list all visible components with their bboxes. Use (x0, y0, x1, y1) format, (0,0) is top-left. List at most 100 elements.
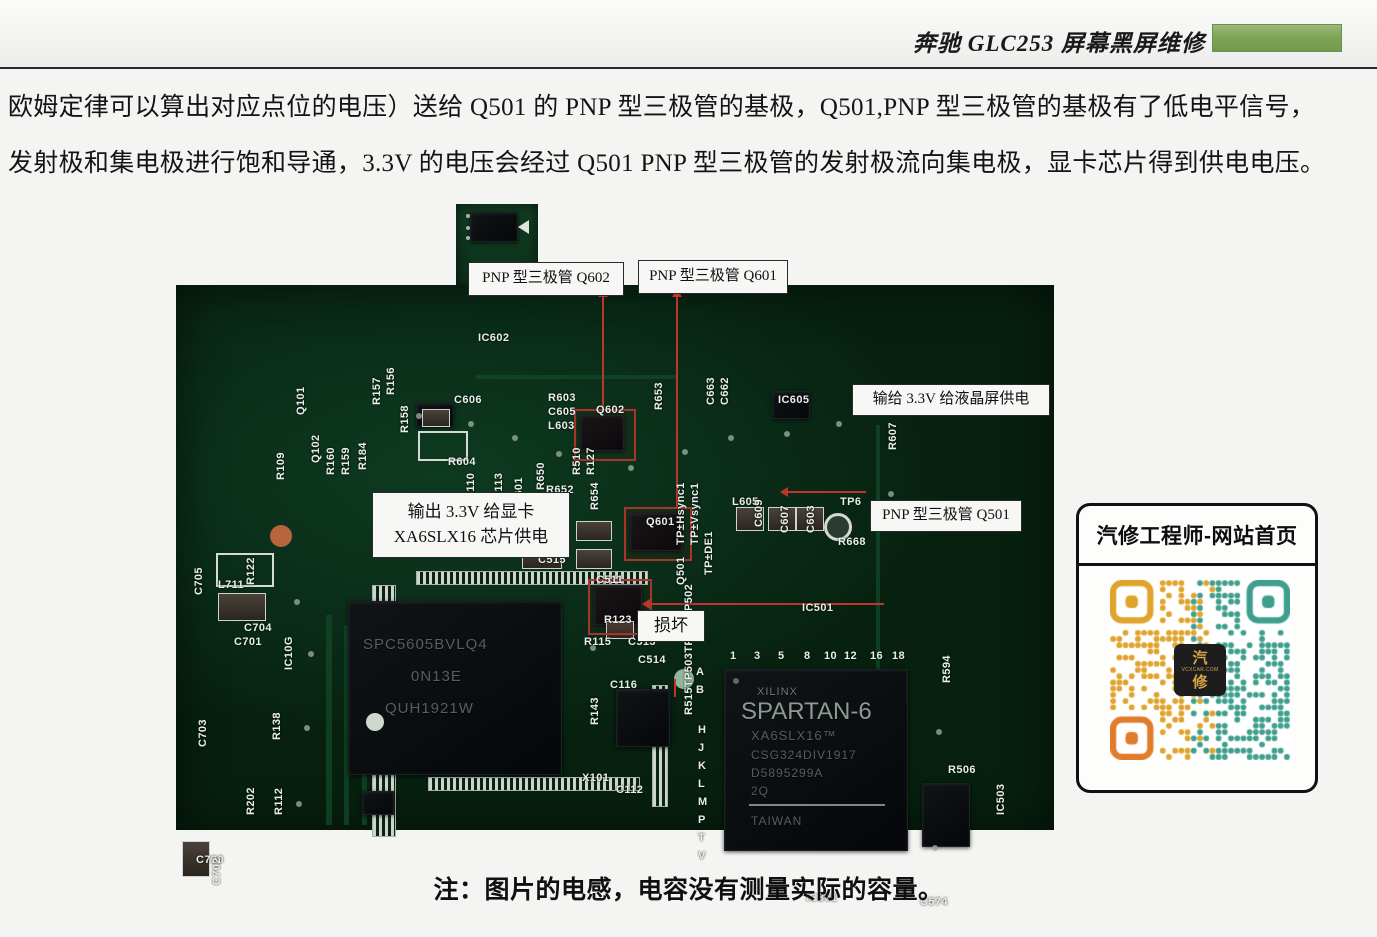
fpga-pin-letter: H (698, 724, 707, 736)
silkscreen-label: R653 (653, 382, 665, 410)
silkscreen-label: R506 (948, 764, 976, 776)
via (304, 725, 310, 731)
q501-arrow-shaft (648, 603, 884, 605)
qr-code-panel[interactable]: 汽修工程师-网站首页 汽 VCXCAR.COM 修 (1076, 503, 1318, 793)
silkscreen-label: C116 (610, 679, 638, 691)
l711-inductor (218, 593, 266, 621)
fpga-pin-number: 8 (804, 650, 811, 662)
fpga-code3-marking: 2Q (751, 784, 770, 798)
q602-arrow-shaft (602, 295, 604, 407)
callout-q602: PNP 型三极管 Q602 (468, 262, 624, 296)
via (308, 651, 314, 657)
fpga-code2-marking: D5895299A (751, 766, 824, 780)
silkscreen-label: Q601 (646, 516, 675, 528)
silkscreen-label: C705 (193, 567, 205, 595)
silkscreen-label: C574 (920, 896, 948, 908)
q601-arrow-shaft (676, 295, 678, 507)
page-header: 奔驰 GLC253 屏幕黑屏维修 (0, 0, 1377, 69)
fpga-pin-number: 1 (730, 650, 737, 662)
via (728, 435, 734, 441)
via (836, 421, 842, 427)
fpga-brand-marking: XILINX (757, 686, 798, 698)
solder-pad (466, 214, 470, 218)
silkscreen-label: C603 (805, 505, 817, 533)
fpga-pin1-dot (733, 678, 739, 684)
fpga-pin-number: 5 (778, 650, 785, 662)
fpga-pin-letter: V (698, 850, 706, 862)
silkscreen-label: R160 (325, 447, 337, 475)
figure-caption: 注：图片的电感，电容没有测量实际的容量。 (433, 877, 944, 904)
q601-highlight-box (624, 507, 692, 561)
fpga-chip-spartan6: XILINX SPARTAN-6 XA6SLX16™ CSG324DIV1917… (724, 669, 908, 851)
test-point-pad (270, 525, 292, 547)
silkscreen-label: R184 (357, 442, 369, 470)
silkscreen-label: TP6 (840, 496, 862, 508)
q601-transistor (630, 513, 682, 551)
silkscreen-label: R115 (584, 636, 612, 648)
silkscreen-label: L603 (548, 420, 575, 432)
q602-transistor (580, 415, 624, 451)
silkscreen-label: R159 (340, 447, 352, 475)
header-green-badge (1212, 24, 1342, 52)
fpga-pin-letter: L (698, 778, 706, 790)
fpga-origin-marking: TAIWAN (751, 814, 803, 828)
silkscreen-label: IC605 (778, 394, 810, 406)
silkscreen-label: R202 (245, 787, 257, 815)
paragraph-line-2: 发射极和集电极进行饱和导通，3.3V 的电压会经过 Q501 PNP 型三极管的… (8, 150, 1326, 177)
silkscreen-label: IC10G (283, 636, 295, 670)
silkscreen-label: X101 (582, 772, 610, 784)
silkscreen-label: C511 (596, 574, 624, 586)
component-outline (418, 431, 468, 461)
silkscreen-label: R652 (546, 484, 574, 496)
r668-ring-pad (824, 513, 852, 541)
via (296, 801, 302, 807)
edge-connector-top (416, 571, 648, 585)
silkscreen-label: R123 (604, 614, 632, 626)
silkscreen-label: C605 (548, 406, 576, 418)
q602-highlight-box (574, 409, 636, 461)
silkscreen-label: L711 (218, 579, 245, 591)
qr-code-image[interactable]: 汽 VCXCAR.COM 修 (1110, 580, 1290, 760)
damaged-arrow-shaft (674, 679, 676, 697)
silkscreen-label: C513 (628, 636, 656, 648)
fpga-marking-rule (749, 804, 885, 806)
silkscreen-label: R604 (448, 456, 476, 468)
via (590, 645, 596, 651)
fpga-code1-marking: CSG324DIV1917 (751, 748, 857, 762)
mcu-chip-spc5605: SPC5605BVLQ4 0N13E QUH1921W (348, 601, 562, 775)
c603-capacitor (796, 507, 824, 531)
fpga-pin-letter: K (698, 760, 707, 772)
edge-connector-bottom (428, 777, 640, 791)
silkscreen-label: IC501 (802, 602, 834, 614)
fpga-pin-letter: T (698, 832, 706, 844)
smd-capacitor (576, 549, 612, 569)
silkscreen-label: R668 (838, 536, 866, 548)
silkscreen-label: L605 (732, 496, 759, 508)
smd-capacitor (576, 521, 612, 541)
solder-pad (466, 226, 470, 230)
lcd-supply-arrow-head (780, 487, 788, 497)
via (512, 435, 518, 441)
silkscreen-label: C607 (779, 505, 791, 533)
ic602-package (470, 212, 518, 242)
silkscreen-label: R138 (271, 712, 283, 740)
paragraph-line-1: 欧姆定律可以算出对应点位的电压）送给 Q501 的 PNP 型三极管的基极，Q5… (8, 94, 1316, 121)
silkscreen-label: C720 (196, 854, 224, 866)
via-large (366, 713, 384, 731)
via (556, 451, 562, 457)
qr-logo-top: 汽 (1192, 649, 1208, 667)
ic605-package (772, 391, 810, 419)
callout-lcd-supply: 输给 3.3V 给液晶屏供电 (852, 384, 1050, 416)
silkscreen-label: C606 (454, 394, 482, 406)
silkscreen-label: C701 (234, 636, 262, 648)
pcb-board-photo: SPC5605BVLQ4 0N13E QUH1921W XILINX SPART… (176, 285, 1054, 908)
pcb-orientation-triangle (518, 220, 529, 234)
via (628, 465, 634, 471)
page-title: 奔驰 GLC253 屏幕黑屏维修 (913, 31, 1205, 56)
fpga-pin-number: 12 (844, 650, 858, 662)
pcb-photo-figure: SPC5605BVLQ4 0N13E QUH1921W XILINX SPART… (160, 200, 1054, 908)
silkscreen-label: R122 (245, 557, 257, 585)
silkscreen-label: C514 (638, 654, 666, 666)
silkscreen-label: IC602 (478, 332, 510, 344)
callout-q601: PNP 型三极管 Q601 (638, 260, 788, 294)
